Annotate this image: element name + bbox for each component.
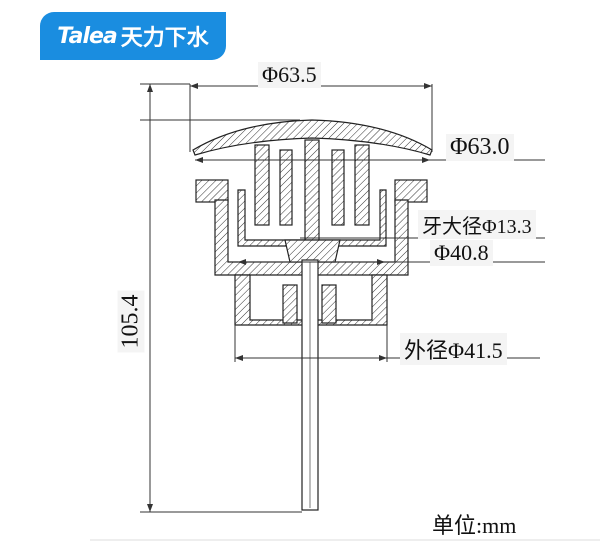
- nut-right: [321, 284, 337, 324]
- threaded-body: [234, 274, 388, 326]
- brand-logo: Talea 天力下水: [40, 12, 226, 60]
- dim-cap-inner: Φ63.0: [446, 134, 514, 161]
- logo-text-cn: 天力下水: [120, 26, 209, 51]
- connector: [284, 239, 341, 263]
- dim-cap-outer: Φ63.5: [258, 62, 321, 88]
- unit-label: 单位:mm: [432, 513, 517, 538]
- dim-body-inner: Φ40.8: [430, 240, 493, 266]
- stem-right: [331, 149, 345, 226]
- body-wall: [214, 199, 409, 276]
- stem-center: [304, 139, 320, 241]
- flange-right: [394, 179, 428, 203]
- nut-left: [282, 284, 298, 324]
- dim-height: 105.4: [117, 290, 145, 353]
- dim-outer-diameter: 外径Φ41.5: [400, 333, 507, 365]
- stem-left: [279, 149, 293, 226]
- flange-left: [195, 179, 229, 203]
- logo-text-en: Talea: [57, 23, 118, 49]
- core-right: [354, 144, 370, 226]
- dim-thread-major: 牙大径Φ13.3: [418, 210, 536, 239]
- core-left: [254, 144, 270, 226]
